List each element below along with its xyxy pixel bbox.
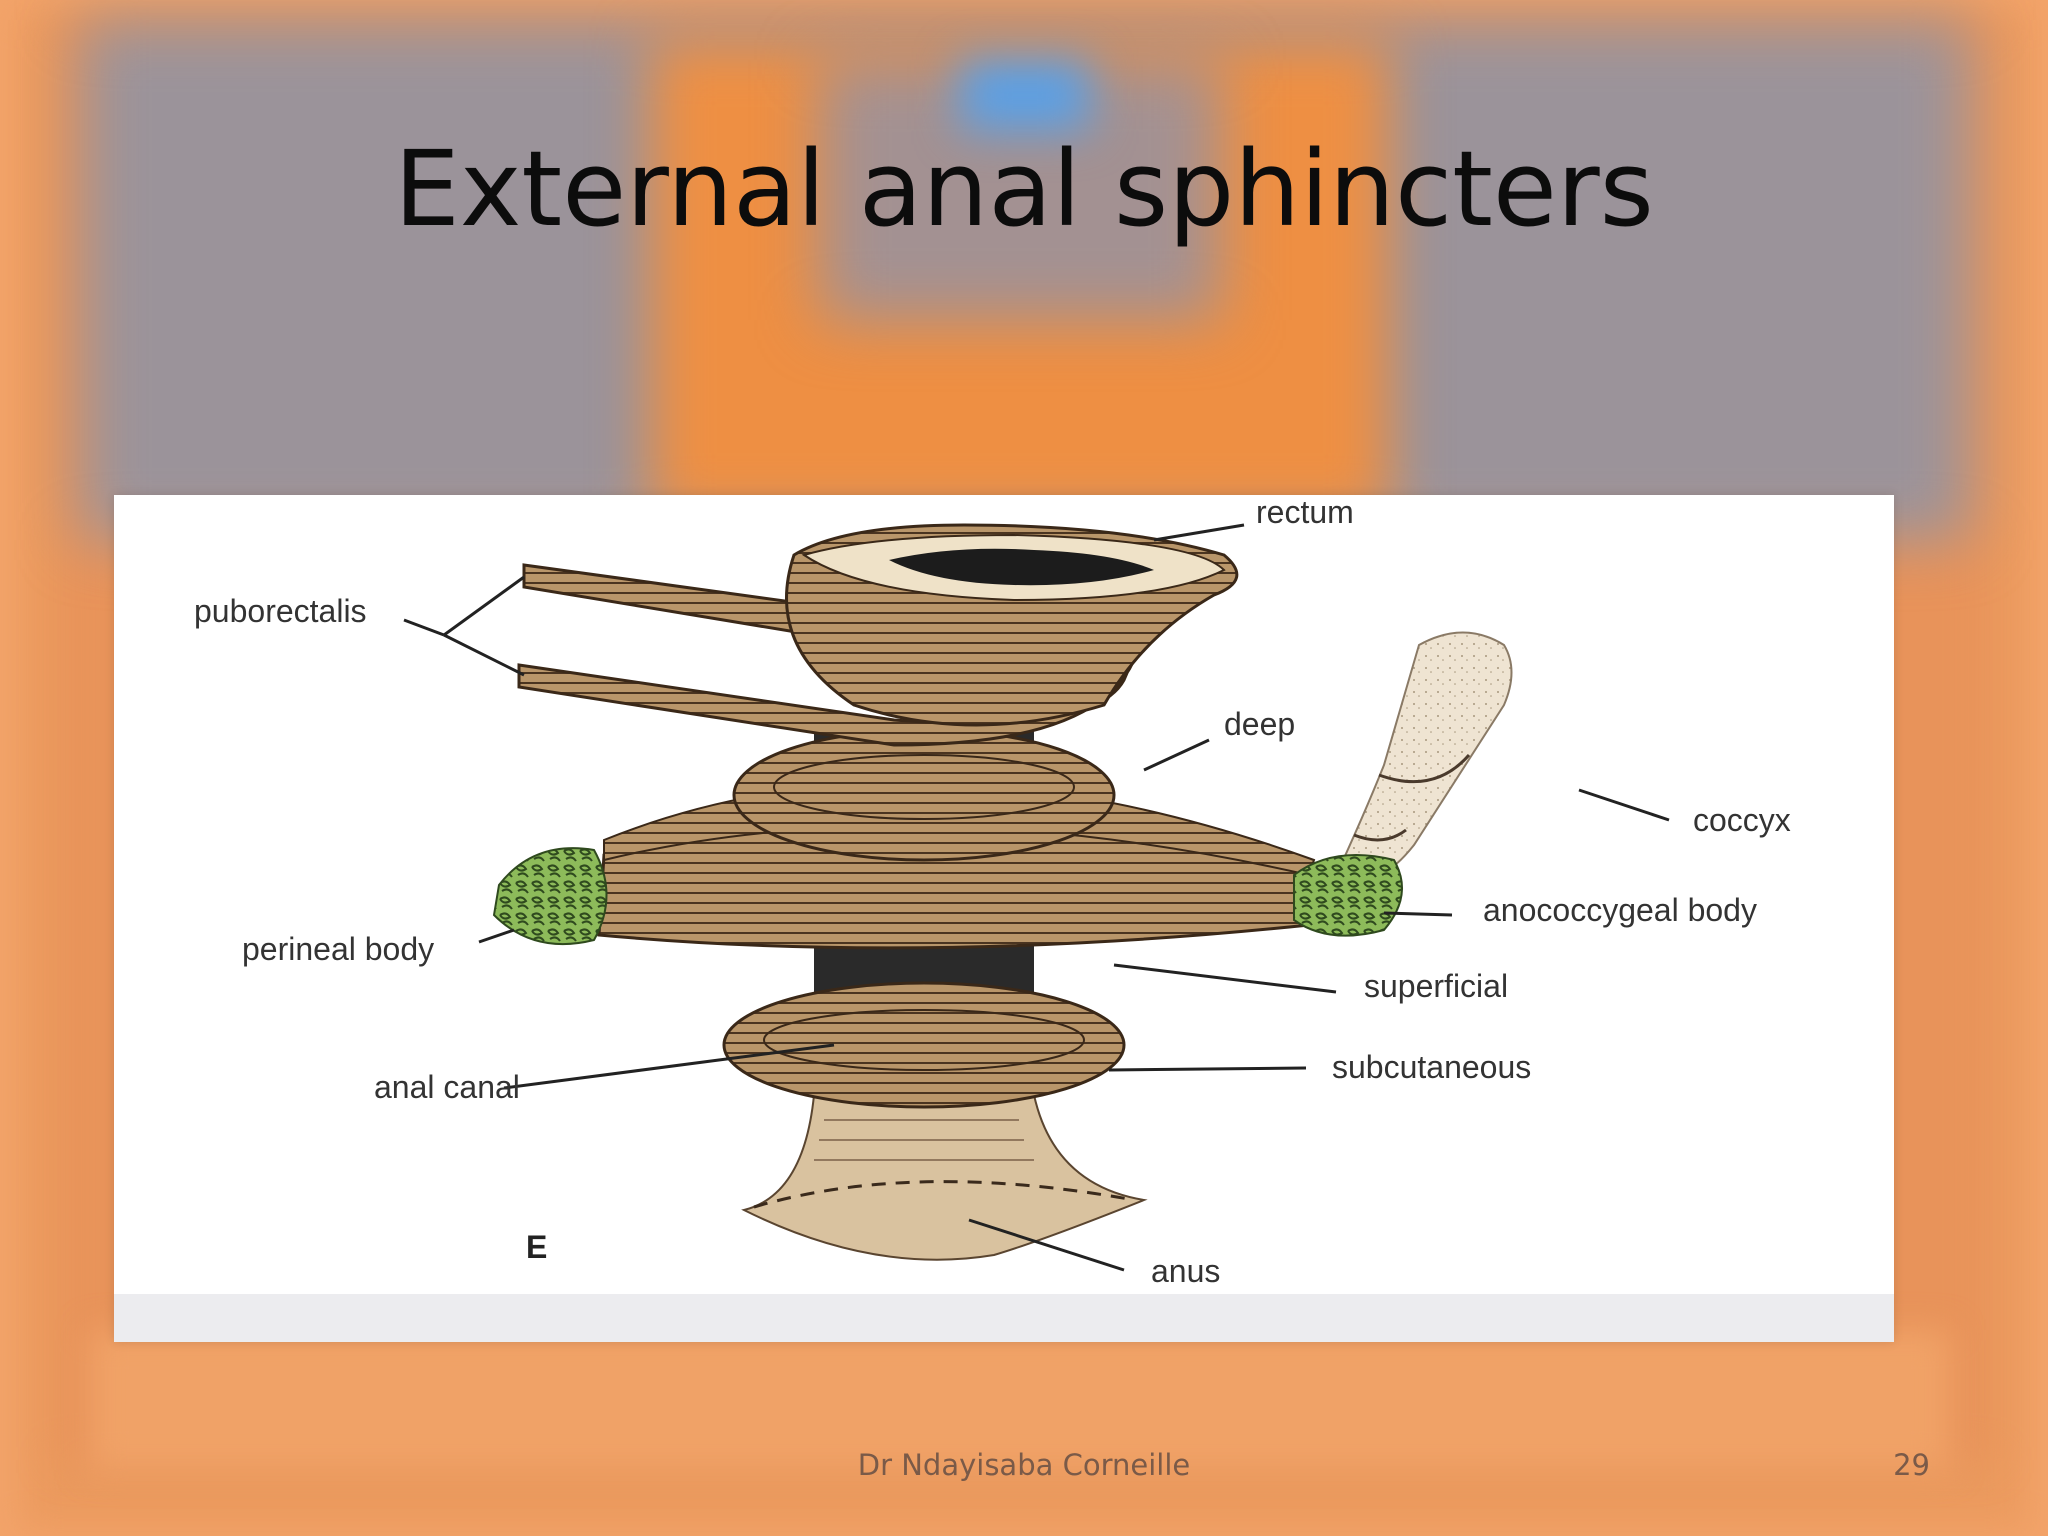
- background-lower-band: [90, 1330, 1950, 1470]
- slide-title: External anal sphincters: [394, 128, 1654, 250]
- label-anal-canal: anal canal: [374, 1069, 520, 1105]
- label-subcutaneous: subcutaneous: [1332, 1049, 1531, 1085]
- label-anococcygeal-body: anococcygeal body: [1483, 892, 1757, 928]
- anatomy-figure-panel: rectum puborectalis deep coccyx anococcy…: [114, 495, 1894, 1342]
- label-superficial: superficial: [1364, 968, 1508, 1004]
- rectum: [785, 523, 1239, 727]
- anal-sphincter-diagram: rectum puborectalis deep coccyx anococcy…: [194, 495, 1791, 1289]
- leader-lines: [403, 523, 1670, 1272]
- figure-panel-footer-strip: [114, 1294, 1894, 1342]
- label-deep: deep: [1224, 706, 1295, 742]
- slide-footer-author: Dr Ndayisaba Corneille: [857, 1448, 1191, 1482]
- deep-sphincter: [732, 728, 1116, 862]
- anus-skin: [741, 1094, 1148, 1261]
- label-rectum: rectum: [1256, 495, 1354, 530]
- label-coccyx: coccyx: [1693, 802, 1791, 838]
- coccyx-bone: [1332, 631, 1513, 882]
- label-puborectalis: puborectalis: [194, 593, 367, 629]
- panel-letter: E: [526, 1229, 547, 1265]
- label-anus: anus: [1151, 1253, 1220, 1289]
- subcutaneous-sphincter: [722, 981, 1126, 1109]
- anococcygeal-body: [1293, 854, 1403, 937]
- background-blue-spot: [960, 60, 1090, 130]
- perineal-body: [492, 847, 608, 946]
- slide-page-number: 29: [1893, 1448, 1930, 1482]
- label-perineal-body: perineal body: [242, 931, 434, 967]
